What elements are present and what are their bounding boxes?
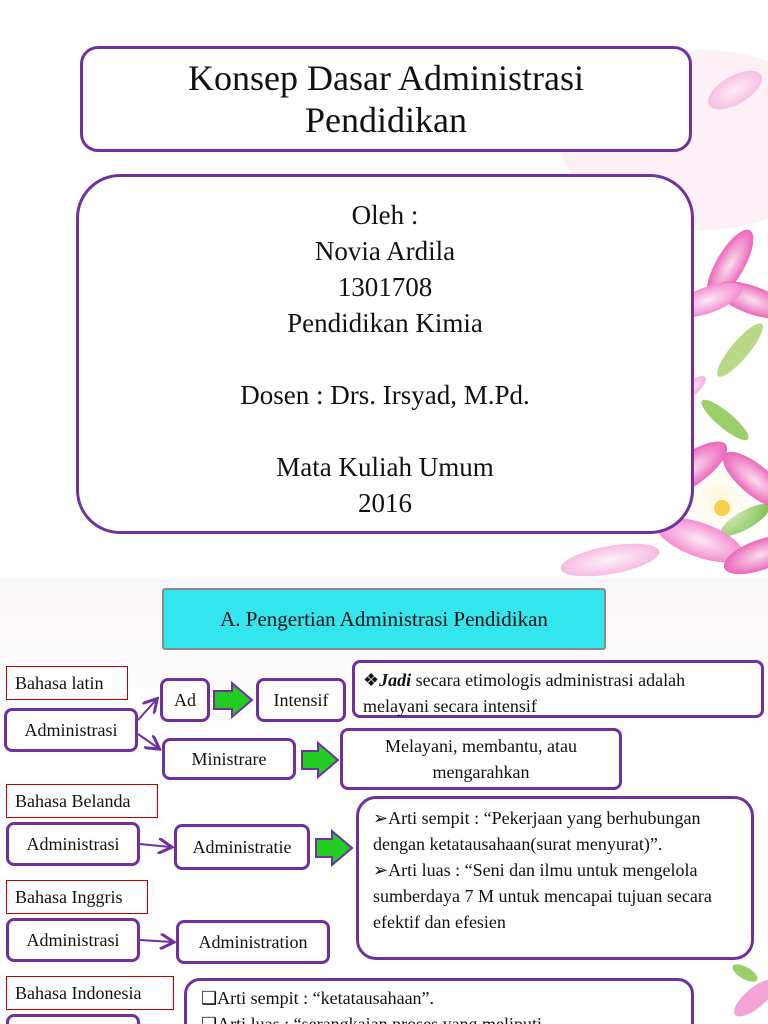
branch-arrow-up bbox=[138, 700, 156, 720]
arrow-inggris bbox=[140, 940, 172, 942]
title-slide: Konsep Dasar Administrasi Pendidikan Ole… bbox=[0, 0, 768, 578]
title-line-2: Pendidikan bbox=[146, 99, 626, 141]
title-line-1: Konsep Dasar Administrasi bbox=[146, 57, 626, 99]
lecturer: Dosen : Drs. Irsyad, M.Pd. bbox=[79, 377, 691, 413]
student-id: 1301708 bbox=[79, 269, 691, 305]
author-name: Novia Ardila bbox=[79, 233, 691, 269]
green-arrow-administratie bbox=[316, 831, 352, 865]
info-box: Oleh : Novia Ardila 1301708 Pendidikan K… bbox=[76, 174, 694, 534]
green-arrow-ministrare bbox=[302, 743, 338, 777]
arrow-belanda bbox=[140, 844, 170, 847]
year: 2016 bbox=[79, 485, 691, 521]
course-name: Mata Kuliah Umum bbox=[79, 449, 691, 485]
arrows-layer bbox=[0, 578, 768, 1024]
branch-arrow-down bbox=[138, 734, 158, 748]
study-program: Pendidikan Kimia bbox=[79, 305, 691, 341]
definition-slide: A. Pengertian Administrasi Pendidikan Ba… bbox=[0, 578, 768, 1024]
title-box: Konsep Dasar Administrasi Pendidikan bbox=[80, 46, 692, 152]
green-arrow-ad bbox=[214, 683, 252, 717]
oleh-label: Oleh : bbox=[79, 197, 691, 233]
